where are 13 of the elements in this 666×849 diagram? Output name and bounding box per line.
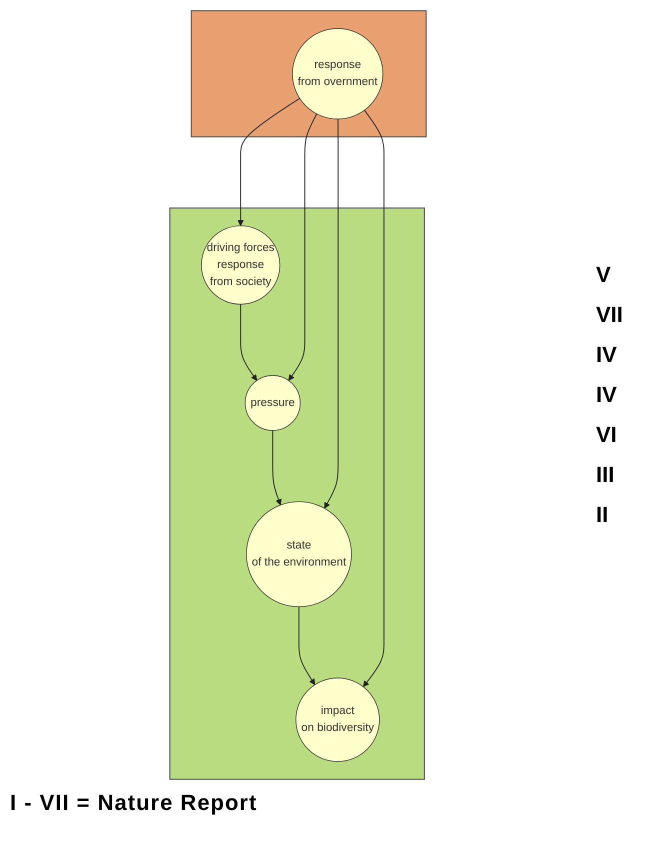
chapter-numeral: V [596,262,612,288]
chapter-numeral: VI [596,422,618,448]
stage-circle: impact on biodiversity [296,678,380,762]
key-note: I - VII = Nature Report [10,790,258,815]
chapter-numeral: VII [596,302,624,328]
chapter-numeral: III [596,462,616,488]
chapter-numeral: IV [596,342,618,368]
stage-circle: driving forces response from society [201,225,280,305]
stage-circle: response from overnment [292,28,384,120]
chapter-numeral: IV [596,382,618,408]
stage-circle: state of the environment [246,501,352,608]
chapter-numeral: II [596,502,610,528]
stage-circle: pressure [244,375,301,431]
